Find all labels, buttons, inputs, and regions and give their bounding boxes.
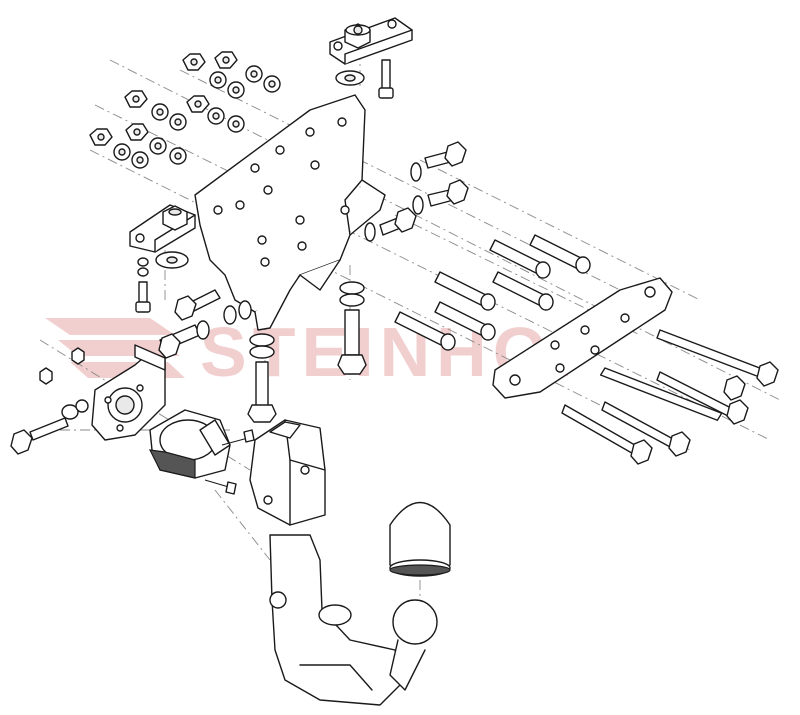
- hex-bolt-b: [427, 179, 469, 207]
- socket-bolt: [10, 399, 89, 455]
- left-mounting-plate: [129, 204, 196, 253]
- hex-bolt-a: [424, 141, 467, 169]
- tow-ball: [389, 599, 438, 691]
- washer-top: [335, 70, 365, 86]
- tow-ball-cap: [389, 501, 451, 577]
- small-nuts-left: [39, 347, 85, 385]
- hex-bolt-c: [379, 207, 417, 236]
- washer-left: [155, 251, 189, 269]
- small-washers-left: [137, 257, 149, 277]
- spacer-tubes: [394, 234, 591, 351]
- electrical-socket: [148, 409, 231, 479]
- center-bolt-stack: [337, 281, 367, 375]
- socket-mounting-plate: [91, 344, 166, 441]
- socket-screws: [204, 429, 255, 495]
- left-bolt-stack: [158, 289, 252, 359]
- vertical-bolt-stack: [247, 333, 277, 423]
- screw-top: [378, 59, 394, 99]
- washers-right-bracket: [364, 162, 424, 242]
- top-mounting-plate: [329, 17, 413, 65]
- main-mounting-bracket: [194, 94, 386, 331]
- long-bolts: [561, 329, 779, 465]
- counter-plate: [492, 277, 673, 399]
- nut-and-washer-set: [89, 51, 281, 169]
- towbar-receiver-housing: [249, 419, 326, 526]
- towbar-neck: [269, 534, 406, 706]
- screw-left: [135, 281, 151, 313]
